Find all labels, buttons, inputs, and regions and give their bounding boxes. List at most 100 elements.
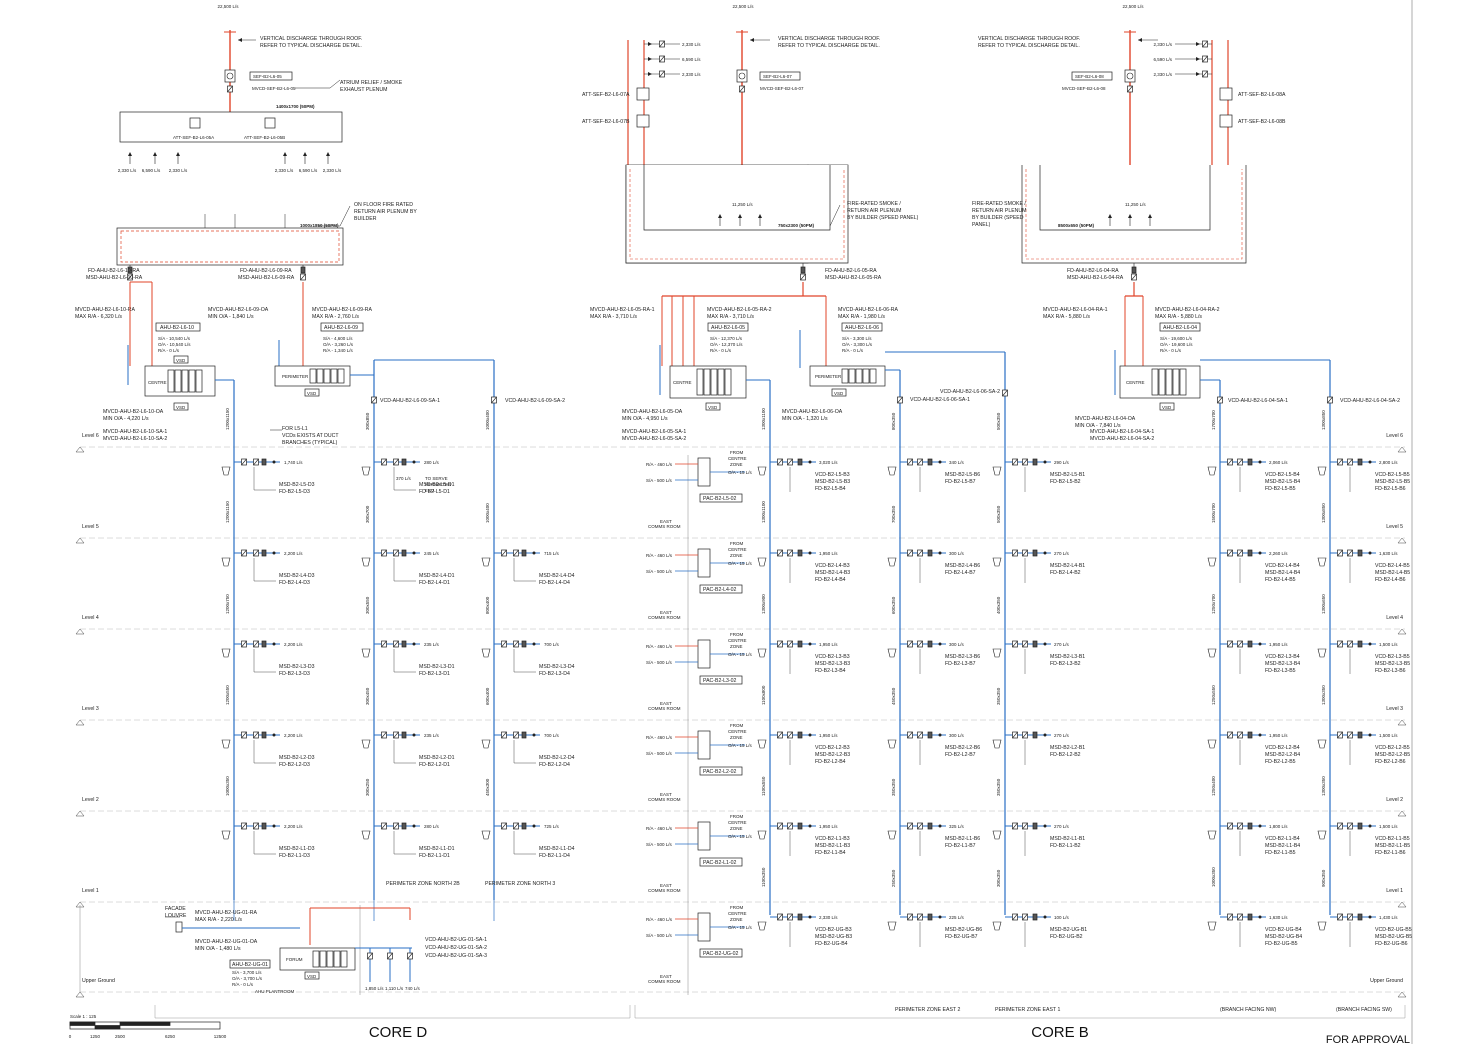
diffuser-symbol bbox=[481, 648, 491, 658]
duct-size: 300x350 bbox=[996, 869, 1001, 887]
fan-impeller bbox=[1126, 72, 1134, 80]
smoke-damper-symbol bbox=[401, 549, 407, 557]
ahu-tag-box bbox=[320, 322, 364, 332]
damper-blade bbox=[241, 458, 247, 466]
diffuser-symbol bbox=[1317, 557, 1327, 567]
label: S/A - 12,370 L/s bbox=[710, 336, 743, 341]
label: FD-B2-UG-B7 bbox=[945, 934, 978, 940]
branch-flow: 1,500 L/s bbox=[1379, 733, 1398, 738]
duct-size: 300x250 bbox=[365, 778, 370, 796]
damper-blade bbox=[787, 822, 793, 830]
ahu-section bbox=[1158, 368, 1166, 396]
label: MIN O/A - 4,950 L/s bbox=[622, 416, 668, 422]
label: VCD-B2-L1-B5 bbox=[1375, 836, 1410, 842]
branch-flow: 280 L/s bbox=[424, 824, 440, 829]
diffuser-symbol bbox=[757, 648, 767, 658]
smoke-damper-symbol bbox=[1032, 640, 1038, 648]
ahu-tag: AHU-B2-L6-04 bbox=[1163, 325, 1197, 331]
frame-core-b bbox=[634, 1005, 1406, 1019]
branch-flow: 270 L/s bbox=[1054, 824, 1070, 829]
plenum-inner bbox=[1025, 169, 1243, 260]
damper-blade bbox=[1237, 640, 1243, 648]
label: R/A - 1,340 L/s bbox=[323, 348, 354, 353]
outlet-node bbox=[1043, 915, 1047, 919]
label: MSD-B2-L4-B1 bbox=[1050, 563, 1085, 569]
label: S/A - 19,600 L/s bbox=[1160, 336, 1193, 341]
pac-unit bbox=[697, 457, 711, 487]
label: VCD-AHU-B2-UG-01-SA-2 bbox=[425, 945, 487, 951]
label: CENTRE bbox=[728, 638, 747, 643]
outlet-node bbox=[272, 824, 276, 828]
arrow-up-icon bbox=[1148, 214, 1152, 218]
label: EAST bbox=[660, 610, 672, 615]
label: FD-B2-L2-B6 bbox=[1375, 759, 1406, 765]
branch-flow: 2,800 L/s bbox=[1379, 460, 1398, 465]
arrow-icon bbox=[648, 57, 652, 61]
duct-size: 1100x550 bbox=[761, 776, 766, 796]
branch-flow: 1,740 L/s bbox=[284, 460, 303, 465]
diffuser-symbol bbox=[361, 466, 371, 476]
fan-tag-box bbox=[1071, 71, 1113, 81]
ahu-section bbox=[855, 368, 863, 384]
label: MVCD-AHU-B2-L6-04-RA-2 bbox=[1155, 307, 1220, 313]
label: VCD-B2-L1-B3 bbox=[815, 836, 850, 842]
level-label-right: Level 4 bbox=[1386, 615, 1403, 621]
outlet-node bbox=[1368, 824, 1372, 828]
label: 2,330 L/s bbox=[275, 168, 294, 173]
label: FACADE bbox=[165, 906, 186, 912]
label: VCD-B2-L5-B5 bbox=[1375, 472, 1410, 478]
label: MIN O/A - 1,480 L/s bbox=[195, 946, 241, 952]
damper-blade bbox=[241, 731, 247, 739]
diffuser-symbol bbox=[481, 830, 491, 840]
label: O/A - 15 L/s bbox=[728, 470, 753, 475]
smoke-damper-symbol bbox=[521, 549, 527, 557]
label: VCD-B2-L2-B3 bbox=[815, 745, 850, 751]
label: EAST bbox=[660, 792, 672, 797]
branch-flow: 1,800 L/s bbox=[1269, 824, 1288, 829]
outlet-node bbox=[1043, 824, 1047, 828]
scale-tick: 2500 bbox=[115, 1034, 126, 1039]
damper-blade bbox=[371, 396, 377, 404]
label: R/A - 0 L/s bbox=[1160, 348, 1182, 353]
smoke-damper-symbol bbox=[1357, 822, 1363, 830]
outlet-node bbox=[938, 551, 942, 555]
label: MVCD-AHU-B2-UG-01-RA bbox=[195, 910, 258, 916]
attenuator-symbol bbox=[636, 114, 650, 128]
damper-blade bbox=[777, 640, 783, 648]
pac-unit bbox=[697, 730, 711, 760]
ahu-section bbox=[703, 368, 711, 396]
label: MVCD-AHU-B2-L6-06-OA bbox=[782, 409, 843, 415]
label: FD-B2-L4-D4 bbox=[539, 580, 570, 586]
label: FD-B2-L2-D1 bbox=[419, 762, 450, 768]
duct-size: 1300x900 bbox=[761, 594, 766, 614]
plenum-mask bbox=[644, 165, 830, 230]
label: ZONE bbox=[730, 462, 743, 467]
damper-blade bbox=[1337, 913, 1343, 921]
label: 2,330 L/s bbox=[682, 42, 701, 47]
damper-blade bbox=[1237, 913, 1243, 921]
label: MAX R/A - 3,710 L/s bbox=[590, 314, 637, 320]
label: 2,330 L/s bbox=[323, 168, 342, 173]
ahu-tag-box bbox=[707, 322, 749, 332]
label: MSD-B2-L1-B3 bbox=[815, 843, 850, 849]
label: MVCD-SEF-B2-L6-08 bbox=[1062, 86, 1106, 91]
diffuser-symbol bbox=[221, 557, 231, 567]
label: FD-AHU-B2-L6-10-RA bbox=[88, 268, 140, 274]
smoke-damper-symbol bbox=[797, 822, 803, 830]
diffuser-symbol bbox=[887, 830, 897, 840]
label: MVCD-AHU-B2-L6-10-RA bbox=[75, 307, 135, 313]
level-label-left: Level 4 bbox=[82, 615, 99, 621]
label: VCD-B2-L5-B3 bbox=[815, 472, 850, 478]
label: MAX R/A - 3,710 L/s bbox=[707, 314, 754, 320]
core-d-title: CORE D bbox=[369, 1024, 428, 1041]
duct-size: 300x850 bbox=[365, 412, 370, 430]
leader-line bbox=[339, 205, 351, 227]
damper-blade bbox=[513, 549, 519, 557]
smoke-damper-symbol bbox=[927, 731, 933, 739]
smoke-damper-symbol bbox=[401, 731, 407, 739]
damper-blade bbox=[1227, 549, 1233, 557]
label: FROM bbox=[730, 905, 743, 910]
outlet-node bbox=[532, 824, 536, 828]
label: COMMS ROOM bbox=[648, 888, 681, 893]
smoke-damper-symbol bbox=[1357, 549, 1363, 557]
